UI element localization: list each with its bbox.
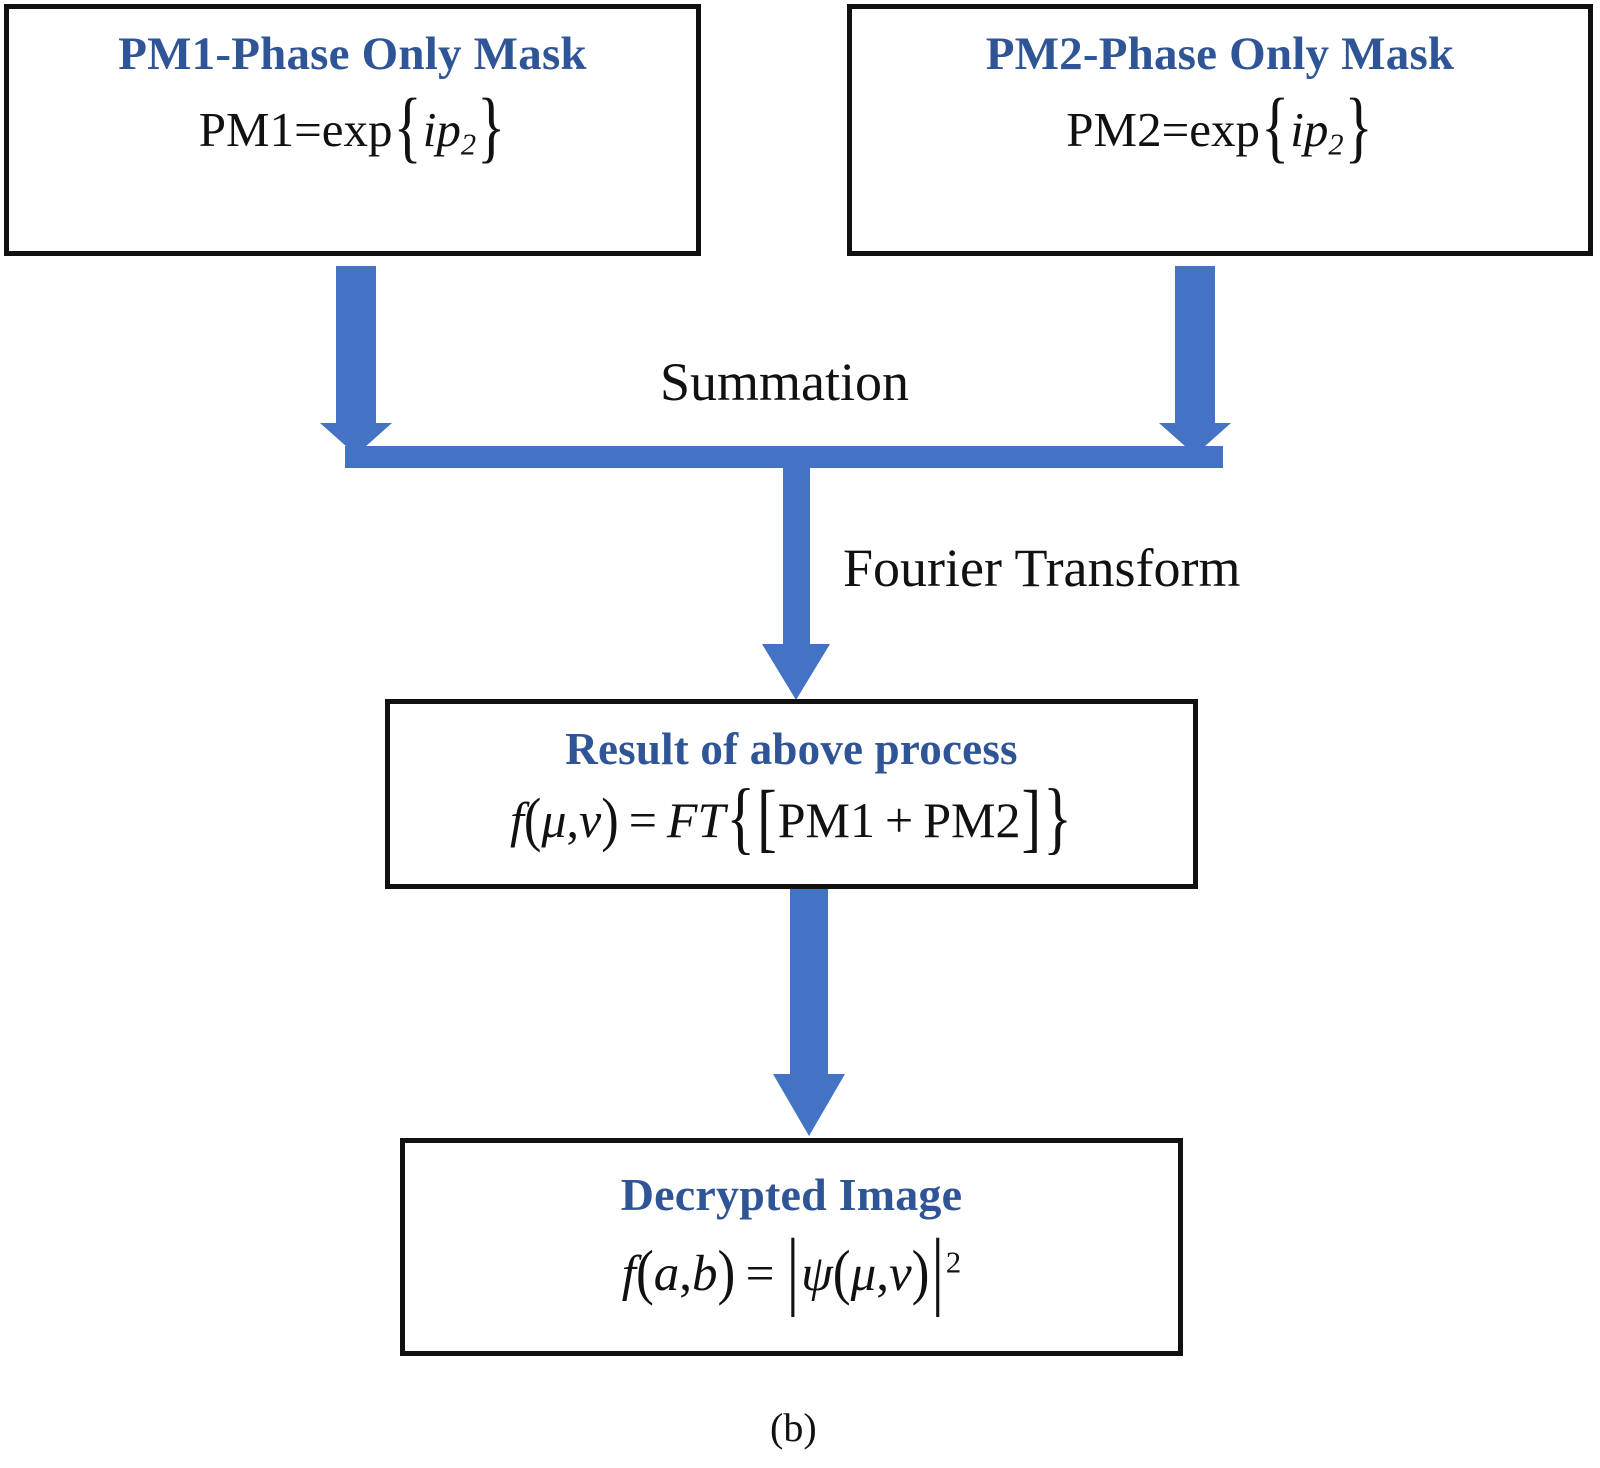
pm1-formula-i: i (422, 102, 437, 157)
decrypted-formula-exponent: 2 (945, 1245, 962, 1280)
decrypted-formula-equals: = (745, 1246, 775, 1302)
decrypted-formula-close-paren2: ) (911, 1237, 930, 1307)
node-pm1-title: PM1-Phase Only Mask (118, 28, 587, 80)
node-pm2-formula: PM2=exp{ip2} (1066, 83, 1374, 171)
result-formula-close-brace: } (1043, 772, 1072, 862)
result-formula-plus: + (885, 792, 914, 848)
decrypted-formula-f: f (621, 1246, 636, 1302)
decrypted-formula-mu: μ (850, 1246, 877, 1302)
decrypted-formula-close-paren: ) (717, 1237, 736, 1307)
result-formula-open-bracket: [ (757, 773, 777, 860)
decrypted-formula-open-paren: ( (635, 1237, 654, 1307)
pm2-formula-subscript: 2 (1328, 127, 1344, 162)
arrow-pm2-to-bar-shaft (1175, 266, 1215, 425)
decrypted-formula-nu: ν (888, 1246, 912, 1302)
pm2-formula-p: p (1303, 102, 1329, 157)
result-formula-close-paren: ) (601, 786, 619, 854)
pm2-formula-i: i (1290, 102, 1304, 157)
summation-merge-bar (345, 446, 1223, 468)
result-formula-f: f (510, 792, 524, 848)
decrypted-formula-bar-right: | (931, 1222, 944, 1318)
decrypted-formula-comma2: , (876, 1246, 889, 1302)
result-formula-equals: = (628, 792, 657, 848)
edge-label-fourier-transform: Fourier Transform (843, 538, 1241, 598)
pm2-formula-fn: exp (1189, 102, 1260, 157)
decrypted-formula-bar-left: | (786, 1222, 800, 1318)
pm1-formula-fn: exp (321, 102, 393, 157)
figure-caption: (b) (770, 1405, 817, 1450)
pm1-formula-subscript: 2 (460, 127, 477, 162)
decrypted-formula-psi: ψ (801, 1246, 833, 1302)
pm2-formula-lhs: PM2 (1066, 102, 1162, 157)
pm2-formula-equals: = (1161, 102, 1190, 157)
arrow-result-to-decrypted-shaft (790, 889, 828, 1076)
node-pm2-phase-only-mask: PM2-Phase Only Mask PM2=exp{ip2} (847, 4, 1593, 256)
node-result-title: Result of above process (565, 724, 1018, 774)
pm2-formula-close-brace: } (1344, 82, 1373, 171)
node-pm1-formula: PM1=exp{ip2} (198, 83, 507, 171)
arrow-result-to-decrypted-head-icon (773, 1074, 845, 1136)
decrypted-formula-a: a (653, 1246, 680, 1302)
result-formula-pm2: PM2 (923, 792, 1021, 848)
decrypted-formula-comma: , (679, 1246, 693, 1302)
arrow-bar-to-result-head-icon (762, 644, 830, 700)
decrypted-formula-open-paren2: ( (832, 1237, 851, 1307)
pm1-formula-close-brace: } (477, 82, 506, 171)
pm2-formula-open-brace: { (1260, 82, 1290, 171)
result-formula-pm1: PM1 (777, 792, 876, 848)
edge-label-summation: Summation (660, 352, 910, 412)
result-formula-comma: , (566, 792, 580, 848)
arrow-pm1-to-bar-shaft (336, 266, 376, 425)
result-formula-nu: ν (579, 792, 602, 848)
node-decrypted-formula: f(a,b) = |ψ(μ,ν)|2 (621, 1222, 962, 1317)
node-decrypted-image: Decrypted Image f(a,b) = |ψ(μ,ν)|2 (400, 1138, 1183, 1356)
result-formula-open-paren: ( (523, 786, 542, 854)
result-formula-close-bracket: ] (1021, 773, 1042, 860)
node-result-of-above-process: Result of above process f(μ,ν) = FT{[PM1… (385, 699, 1198, 889)
node-pm1-phase-only-mask: PM1-Phase Only Mask PM1=exp{ip2} (4, 4, 701, 256)
decrypted-formula-b: b (692, 1246, 718, 1302)
arrow-bar-to-result-shaft (783, 462, 810, 646)
node-pm2-title: PM2-Phase Only Mask (985, 28, 1455, 80)
result-formula-ft: FT (666, 792, 726, 848)
node-result-formula: f(μ,ν) = FT{[PM1 + PM2]} (510, 772, 1073, 861)
result-formula-open-brace: { (726, 772, 756, 862)
pm1-formula-equals: = (294, 102, 322, 157)
pm1-formula-p: p (436, 102, 461, 157)
pm1-formula-open-brace: { (393, 82, 422, 171)
pm1-formula-lhs: PM1 (198, 102, 295, 157)
node-decrypted-title: Decrypted Image (620, 1169, 963, 1220)
result-formula-mu: μ (541, 792, 567, 848)
